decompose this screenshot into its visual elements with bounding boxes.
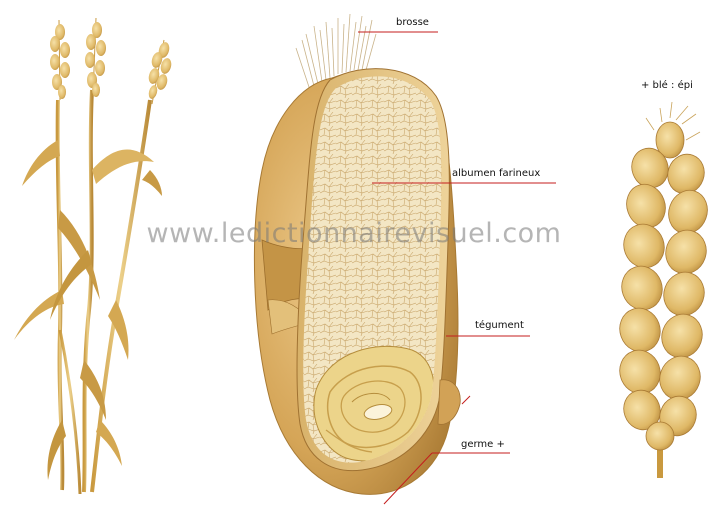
leader-line-germe-tick bbox=[462, 396, 470, 404]
wheat-ear-illustration bbox=[614, 102, 708, 478]
label-germe[interactable]: germe + bbox=[461, 439, 505, 451]
wheat-ear-spikelets bbox=[614, 122, 708, 450]
wheat-ear-left bbox=[50, 20, 70, 100]
wheat-ear-middle bbox=[85, 18, 106, 97]
wheat-grain-section bbox=[254, 14, 460, 494]
wheat-ear-right bbox=[147, 40, 173, 104]
watermark: www.ledictionnairevisuel.com bbox=[0, 218, 708, 249]
label-brosse: brosse bbox=[396, 17, 429, 29]
label-tegument: tégument bbox=[475, 320, 524, 332]
label-ble-epi[interactable]: + blé : épi bbox=[641, 80, 693, 92]
label-albumen-farineux: albumen farineux bbox=[452, 168, 540, 180]
wheat-plant-illustration bbox=[14, 18, 173, 494]
